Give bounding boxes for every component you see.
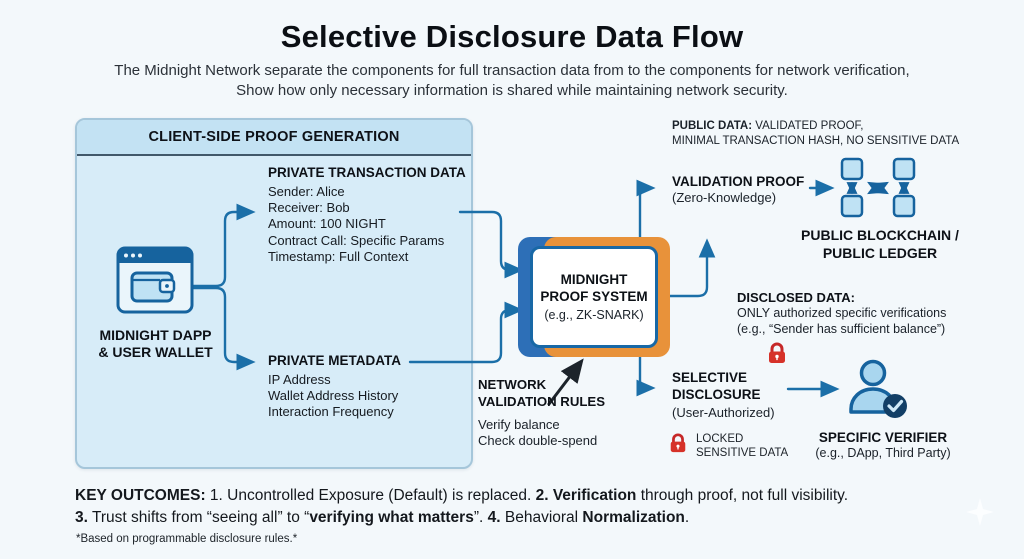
tx-line-contract: Contract Call: Specific Params bbox=[268, 232, 445, 248]
locked-sensitive-data-label: LOCKED SENSITIVE DATA bbox=[696, 433, 788, 460]
key-outcomes-label: KEY OUTCOMES: bbox=[75, 487, 206, 504]
person-check-icon bbox=[849, 359, 907, 418]
public-blockchain-line-1: PUBLIC BLOCKCHAIN / bbox=[801, 227, 959, 243]
proof-line-3: (e.g., ZK-SNARK) bbox=[544, 308, 644, 322]
disclosed-data-block: DISCLOSED DATA: ONLY authorized specific… bbox=[737, 289, 946, 337]
network-rules-block: NETWORK VALIDATION RULES Verify balance … bbox=[478, 376, 605, 449]
key-outcomes-seg: through proof, not full visibility. bbox=[636, 487, 849, 504]
tx-line-receiver: Receiver: Bob bbox=[268, 200, 350, 216]
validation-proof-block: VALIDATION PROOF (Zero-Knowledge) bbox=[672, 173, 804, 206]
selective-disclosure-title-2: DISCLOSURE bbox=[672, 387, 761, 402]
private-metadata-title: PRIVATE METADATA bbox=[268, 353, 401, 368]
public-data-label: PUBLIC DATA: bbox=[672, 120, 753, 132]
key-outcomes-line-2: 3. Trust shifts from “seeing all” to “ve… bbox=[75, 508, 689, 528]
locked-line-1: LOCKED bbox=[696, 433, 744, 445]
meta-line-ip: IP Address bbox=[268, 372, 331, 387]
client-panel-header: CLIENT-SIDE PROOF GENERATION bbox=[77, 120, 471, 156]
lock-icon bbox=[670, 433, 686, 453]
page-title: Selective Disclosure Data Flow bbox=[280, 19, 744, 54]
footnote: *Based on programmable disclosure rules.… bbox=[76, 533, 298, 545]
key-outcomes-seg: verifying what matters bbox=[309, 509, 474, 526]
key-outcomes-seg: ”. bbox=[473, 509, 488, 526]
proof-line-1: MIDNIGHT bbox=[560, 272, 628, 287]
key-outcomes-seg: Behavioral bbox=[500, 509, 583, 526]
tx-line-sender: Sender: Alice bbox=[268, 184, 345, 199]
wallet-label-line-1: MIDNIGHT DAPP bbox=[99, 327, 212, 343]
tx-line-amount: Amount: 100 NIGHT bbox=[268, 216, 386, 232]
proof-system-box: MIDNIGHT PROOF SYSTEM (e.g., ZK-SNARK) bbox=[518, 237, 670, 357]
network-rules-title-2: VALIDATION RULES bbox=[478, 394, 605, 409]
private-transaction-block: PRIVATE TRANSACTION DATA Sender: Alice R… bbox=[268, 165, 466, 265]
specific-verifier-title: SPECIFIC VERIFIER bbox=[818, 430, 948, 445]
key-outcomes-seg: 2. Verification bbox=[535, 487, 637, 504]
public-data-line-1: PUBLIC DATA: VALIDATED PROOF, bbox=[672, 119, 959, 134]
wallet-label-line-2: & USER WALLET bbox=[98, 344, 213, 360]
key-outcomes-seg: 4. bbox=[487, 509, 501, 526]
tx-line-timestamp: Timestamp: Full Context bbox=[268, 248, 409, 264]
key-outcomes-seg: Trust shifts from “seeing all” to “ bbox=[87, 509, 310, 526]
sparkle-icon bbox=[966, 498, 994, 526]
rule-verify-balance: Verify balance bbox=[478, 417, 560, 432]
network-rules-title-1: NETWORK bbox=[478, 377, 547, 392]
disclosed-data-line-2: (e.g., “Sender has sufficient balance”) bbox=[737, 321, 946, 336]
subtitle-line-2: Show how only necessary information is s… bbox=[236, 82, 788, 99]
specific-verifier-label: SPECIFIC VERIFIER (e.g., DApp, Third Par… bbox=[788, 429, 978, 462]
blockchain-network-icon bbox=[840, 157, 916, 218]
subtitle-line-1: The Midnight Network separate the compon… bbox=[114, 62, 910, 79]
wallet-label: MIDNIGHT DAPP & USER WALLET bbox=[83, 327, 228, 361]
disclosed-data-title: DISCLOSED DATA: bbox=[737, 290, 855, 305]
private-metadata-block: PRIVATE METADATA IP Address Wallet Addre… bbox=[268, 353, 401, 421]
selective-disclosure-title-1: SELECTIVE bbox=[672, 370, 748, 385]
public-blockchain-label: PUBLIC BLOCKCHAIN / PUBLIC LEDGER bbox=[786, 226, 974, 262]
meta-line-history: Wallet Address History bbox=[268, 388, 399, 404]
selective-disclosure-block: SELECTIVE DISCLOSURE (User-Authorized) bbox=[672, 369, 775, 421]
rule-check-double-spend: Check double-spend bbox=[478, 433, 598, 448]
selective-disclosure-subtitle: (User-Authorized) bbox=[672, 405, 775, 420]
key-outcomes-seg: 1. Uncontrolled Exposure (Default) is re… bbox=[205, 487, 536, 504]
key-outcomes-seg: 3. bbox=[75, 509, 88, 526]
public-data-rest: VALIDATED PROOF, bbox=[752, 120, 864, 132]
locked-line-2: SENSITIVE DATA bbox=[696, 446, 789, 459]
proof-system-core: MIDNIGHT PROOF SYSTEM (e.g., ZK-SNARK) bbox=[530, 246, 658, 348]
proof-line-2: PROOF SYSTEM bbox=[540, 289, 648, 304]
dapp-wallet-icon bbox=[116, 246, 194, 314]
disclosed-data-line-1: ONLY authorized specific verifications bbox=[737, 306, 947, 320]
meta-line-frequency: Interaction Frequency bbox=[268, 404, 394, 420]
key-outcomes-line-1: KEY OUTCOMES: 1. Uncontrolled Exposure (… bbox=[75, 486, 848, 506]
public-blockchain-line-2: PUBLIC LEDGER bbox=[822, 245, 938, 261]
key-outcomes-seg: Normalization bbox=[582, 509, 685, 526]
key-outcomes-seg: . bbox=[684, 509, 690, 526]
specific-verifier-subtitle: (e.g., DApp, Third Party) bbox=[815, 446, 951, 460]
lock-icon bbox=[769, 342, 785, 363]
validation-proof-subtitle: (Zero-Knowledge) bbox=[672, 190, 777, 205]
private-transaction-title: PRIVATE TRANSACTION DATA bbox=[268, 165, 466, 180]
validation-proof-title: VALIDATION PROOF bbox=[672, 174, 805, 189]
public-data-note: PUBLIC DATA: VALIDATED PROOF, MINIMAL TR… bbox=[672, 119, 959, 149]
public-data-line-2: MINIMAL TRANSACTION HASH, NO SENSITIVE D… bbox=[672, 135, 960, 147]
